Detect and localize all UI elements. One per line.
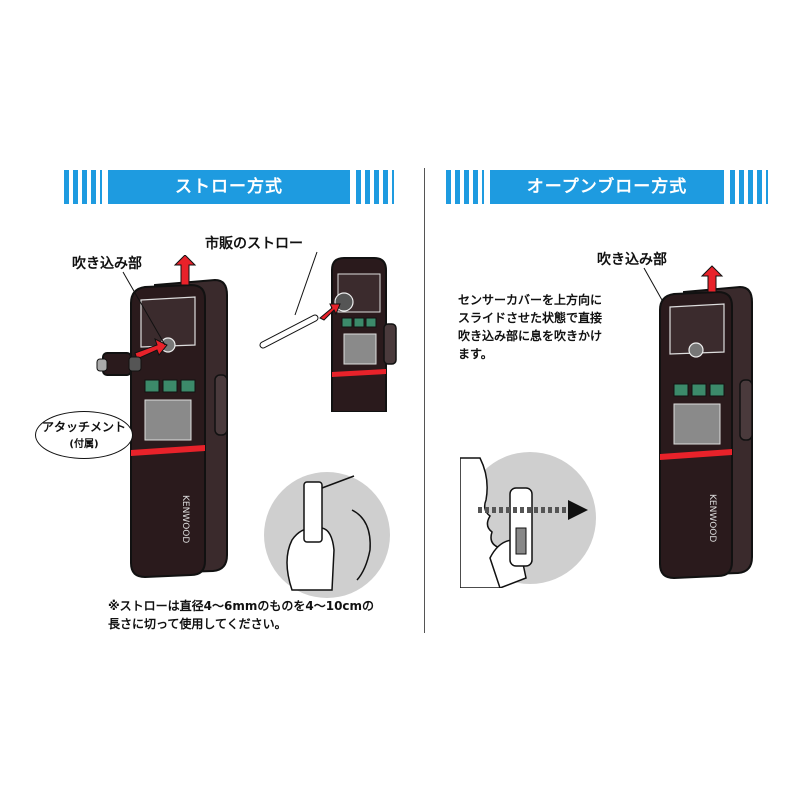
- straw-note-line-2: 長さに切って使用してください。: [108, 617, 287, 631]
- left-section-title: ストロー方式: [108, 170, 350, 204]
- open-blow-description: センサーカバーを上方向に スライドさせた状態で直接 吹き込み部に息を吹きかけ ま…: [458, 291, 602, 363]
- device-brand-text-right: KENWOOD: [707, 494, 717, 542]
- straw-label: 市販のストロー: [205, 236, 303, 252]
- left-blow-part-leader-line: [122, 271, 166, 346]
- right-blow-part-label: 吹き込み部: [597, 252, 667, 268]
- straw-illustration: [259, 251, 319, 349]
- left-main-device-illustration: KENWOOD: [130, 255, 228, 579]
- open-blow-desc-line-4: ます。: [458, 347, 493, 361]
- section-divider: [424, 168, 425, 633]
- straw-note: ※ストローは直径4〜6mmのものを4〜10cmの 長さに切って使用してください。: [108, 597, 374, 633]
- straw-note-line-1: ※ストローは直径4〜6mmのものを4〜10cmの: [108, 599, 375, 613]
- open-blow-desc-line-2: スライドさせた状態で直接: [458, 311, 603, 325]
- header-stripes-left: [446, 170, 484, 204]
- open-blow-desc-line-1: センサーカバーを上方向に: [458, 293, 603, 307]
- right-main-device-illustration: KENWOOD: [659, 265, 753, 580]
- attachment-callout: アタッチメント (付属): [35, 411, 133, 459]
- attachment-label: アタッチメント: [41, 420, 126, 434]
- straw-device-closeup: [319, 257, 397, 412]
- straw-hand-illustration: [264, 472, 390, 598]
- open-blow-face-illustration: [460, 452, 596, 588]
- left-blow-part-label: 吹き込み部: [72, 256, 142, 272]
- right-section-header: オープンブロー方式: [446, 170, 768, 204]
- right-section-title: オープンブロー方式: [490, 170, 724, 204]
- header-stripes-right: [730, 170, 768, 204]
- attachment-sublabel: (付属): [69, 439, 99, 450]
- left-section-header: ストロー方式: [64, 170, 394, 204]
- header-stripes-left: [64, 170, 102, 204]
- attachment-icon: [96, 352, 142, 376]
- open-blow-desc-line-3: 吹き込み部に息を吹きかけ: [458, 329, 603, 343]
- device-brand-text: KENWOOD: [180, 495, 190, 543]
- header-stripes-right: [356, 170, 394, 204]
